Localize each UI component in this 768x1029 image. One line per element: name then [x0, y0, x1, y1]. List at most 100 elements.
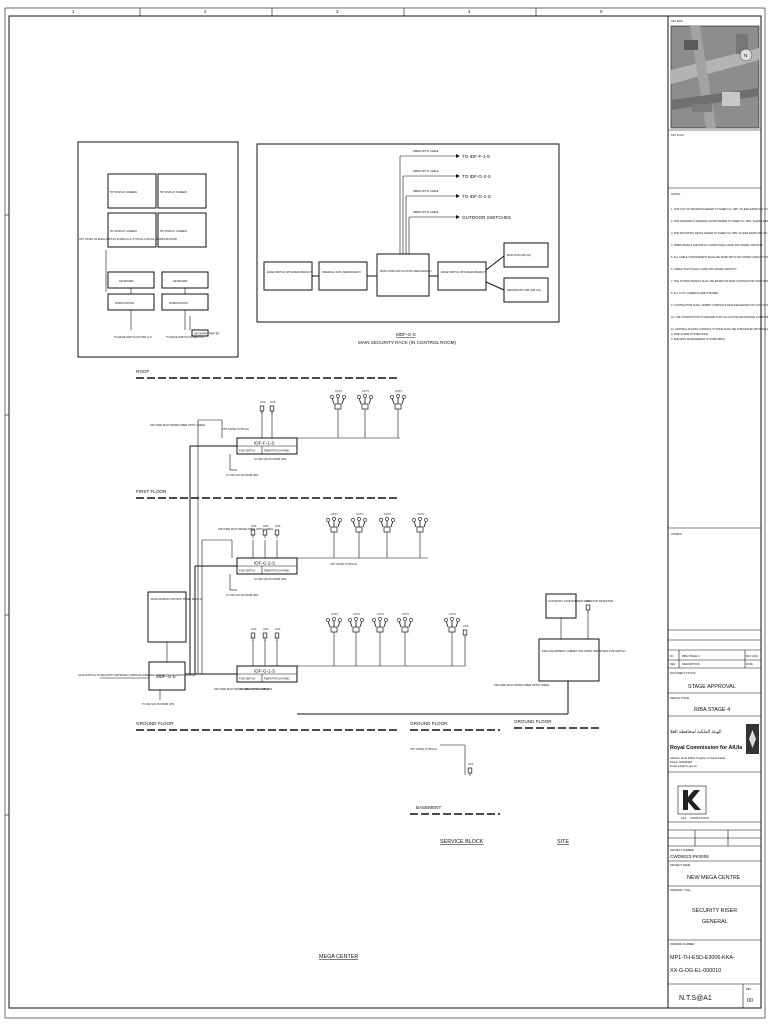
rack-fiber-label-3: FIBER OPTIC CABLE: [413, 189, 439, 193]
access-device-icon: ACS: [250, 627, 257, 641]
rack-link-idf-f1: TO IDF-F-1-S: [462, 154, 490, 159]
grid-number-3: 3: [336, 9, 339, 14]
idf-g2-sub-a: POE SWITCH: [239, 569, 256, 573]
idf-g2-fiber-note: SM CORE MULTI MODE FIBER OPTIC CABLE: [218, 527, 273, 531]
access-control-panel: MAIN ACCESS CONTROL PANEL MACP-G: [147, 591, 202, 662]
drawing-title-line1: SECURITY RISER: [692, 908, 737, 914]
rack-firewall-label: FIREWALL WITH REDUNDANCY: [322, 270, 361, 274]
display-screen-4-label: 55" DISPLAY SCREEN: [160, 229, 187, 233]
north-label: N: [744, 53, 747, 58]
network-printer-label: NETWORK PRINTER: [194, 332, 219, 336]
drawing-number-label: DRAWING NUMBER: [670, 942, 695, 946]
client-address: Address: AlUla 43534, Kingdom of Saudi A…: [670, 756, 725, 760]
display-screen-2: [157, 173, 207, 209]
cctv-camera-label: CCTV: [449, 612, 456, 616]
design-stage: RIBA STAGE 4: [694, 707, 730, 713]
revision-date: MAY 2023: [746, 654, 758, 658]
note-item: 8. ALL CCTV CAMERAS ARE IP BASED.: [671, 291, 719, 295]
field-cabinet-label: FIELD EQUIPMENT CABINET INCLUDING INDUST…: [542, 649, 626, 653]
access-device-icon: ACS: [262, 627, 269, 641]
display-screen-1: [107, 173, 157, 209]
field-cabinet-box: [538, 638, 600, 682]
cctv-camera-icon: CCTV: [348, 612, 364, 637]
idf-g2-label: IDF-G-2-S: [254, 561, 275, 566]
cctv-camera-icon: CCTV: [444, 612, 460, 637]
floor-first: FIRST FLOOR: [136, 489, 167, 494]
idf-f1-fiber-note: SM CORE MULTI MODE FIBER OPTIC CABLE: [150, 423, 205, 427]
access-device-label: ACS: [586, 599, 592, 603]
note-item: 10. THE CONTRACTOR TO ENSURE THAT ALL AC…: [671, 315, 768, 319]
notes-title: NOTES:: [671, 192, 681, 196]
status-label: DOCUMENT STATUS: [670, 671, 696, 675]
idf-g1-cabinet: IDF-G-1-S POE SWITCH FIBER PATCH PANEL T…: [214, 637, 466, 751]
access-device-icon: ACS: [274, 524, 281, 538]
note-item: 4. FIBER PANELS AND PATCH CORDS SHALL HA…: [671, 243, 763, 247]
idf-g1-ups: TO 400 VOLTS FROM UPS: [240, 687, 272, 691]
idf-f1-cabinet: IDF-F-1-S POE SWITCH FIBER PATCH PANEL T…: [150, 410, 400, 477]
drawing-rev: 00: [747, 998, 753, 1004]
keyboard-2-label: KEYBOARD: [173, 279, 188, 283]
stage-label: DESIGN STAGE: [670, 696, 690, 700]
cctv-camera-label: CCTV: [377, 612, 384, 616]
access-device-label: ACS: [260, 400, 266, 404]
control-room-panel: 55" DISPLAY SCREEN 55" DISPLAY SCREEN 55…: [77, 141, 239, 358]
rack-link-outdoor: OUTDOOR SWITCHES: [462, 215, 511, 220]
note-item: 11. CENTRAL ACCESS CONTROL SYSTEM SHALL …: [671, 327, 768, 331]
grid-number-2: 2: [204, 9, 207, 14]
cctv-camera-label: CCTV: [331, 612, 338, 616]
project-name: NEW MEGA CENTRE: [687, 875, 741, 881]
gate-barrier-box: [545, 593, 577, 619]
network-printer: [191, 329, 209, 337]
access-device-icon: ACS: [262, 524, 269, 538]
rack-core-switch: [376, 253, 430, 297]
floor-levels: ROOF FIRST FLOOR GROUND FLOOR GROUND FLO…: [136, 369, 600, 815]
grid-number-1: 1: [72, 9, 75, 14]
project-name-label: PROJECT NAME: [670, 863, 691, 867]
access-device-label: ACS: [270, 400, 276, 404]
drawing-number-line2: XX-G-DG-EL-000010: [670, 968, 721, 974]
client-arabic-name: الهيئة الملكية لمحافظة العلا: [670, 729, 722, 734]
mdf-note: ALAN SWITCH TO SECURITY NETWORK (THROUGH…: [78, 673, 196, 677]
zone-mega-center: MEGA CENTER: [319, 954, 358, 960]
note-item: 9. CONTRACTOR SHALL SUBMIT COMPLETE DETA…: [671, 303, 768, 307]
grid-number-4: 4: [468, 9, 471, 14]
rack-redundant-nvr-label: REDUNDANT NVR (256 CH): [507, 288, 541, 292]
note-item: 3. FOR MOUNTING DETAIL REFER TO SHEET No…: [671, 231, 768, 235]
display-screen-3-label: 55" DISPLAY SCREEN: [110, 229, 137, 233]
floor-basement: BASEMENT: [416, 805, 441, 810]
display-screen-1-label: 55" DISPLAY SCREEN: [110, 190, 137, 194]
access-device-label: ACS: [275, 627, 281, 631]
rack-redundant-nvr: [503, 277, 549, 303]
document-status: STAGE APPROVAL: [688, 684, 736, 690]
access-device-icon: ACS: [467, 762, 474, 776]
client-phone: Phone: 920029992: [670, 760, 692, 764]
cctv-camera-icon: CCTV: [397, 612, 413, 637]
client-email: Email: info@rcu.gov.sa: [670, 764, 697, 768]
drawing-number-line1: MP1-TH-ESD-E3006-KKA-: [670, 955, 735, 961]
cctv-camera-label: CCTV: [362, 389, 369, 393]
idf-g1-utp-note: UTP CAT6A (TYPICAL): [410, 747, 437, 751]
access-device-label: ACS: [251, 627, 257, 631]
access-device-icon: ACS: [269, 400, 276, 414]
client-logo: الهيئة الملكية لمحافظة العلا Royal Commi…: [670, 724, 759, 768]
field-fiber-note: SM CORE MULTI MODE FIBER OPTIC CABLE: [494, 683, 549, 687]
access-device-icon: ACS: [462, 624, 469, 638]
mdf-label: MDF-G-S: [156, 674, 176, 679]
drawing-scale: N.T.S@A1: [679, 995, 712, 1002]
rack-link-idf-g1: TO IDF-G-1-S: [462, 194, 491, 199]
rack-edge-switch-left-label: EDGE SWITCH WITH REDUNDANCY: [267, 270, 312, 274]
consultant-logo: KKA CONSULTANTS: [677, 785, 709, 820]
floor-ground-mid: GROUND FLOOR: [410, 721, 448, 726]
cctv-camera-label: CCTV: [417, 512, 424, 516]
title-block: KEY MAP N KEY PLAN NOTES: 1. FOR LIST OF…: [667, 16, 768, 1008]
cctv-camera-icon: CCTV: [372, 612, 388, 637]
north-arrow-icon: [739, 48, 753, 62]
revision-header-date: DATE: [746, 662, 753, 666]
stamps-title: STAMPS: [671, 532, 682, 536]
access-device-icon: ACS: [259, 400, 266, 414]
zone-site: SITE: [557, 839, 569, 845]
rcu-emblem-icon: [749, 730, 756, 748]
idf-g1-fiber-note: SM CORE MULTI MODE FIBER OPTIC CABLE: [214, 687, 269, 691]
